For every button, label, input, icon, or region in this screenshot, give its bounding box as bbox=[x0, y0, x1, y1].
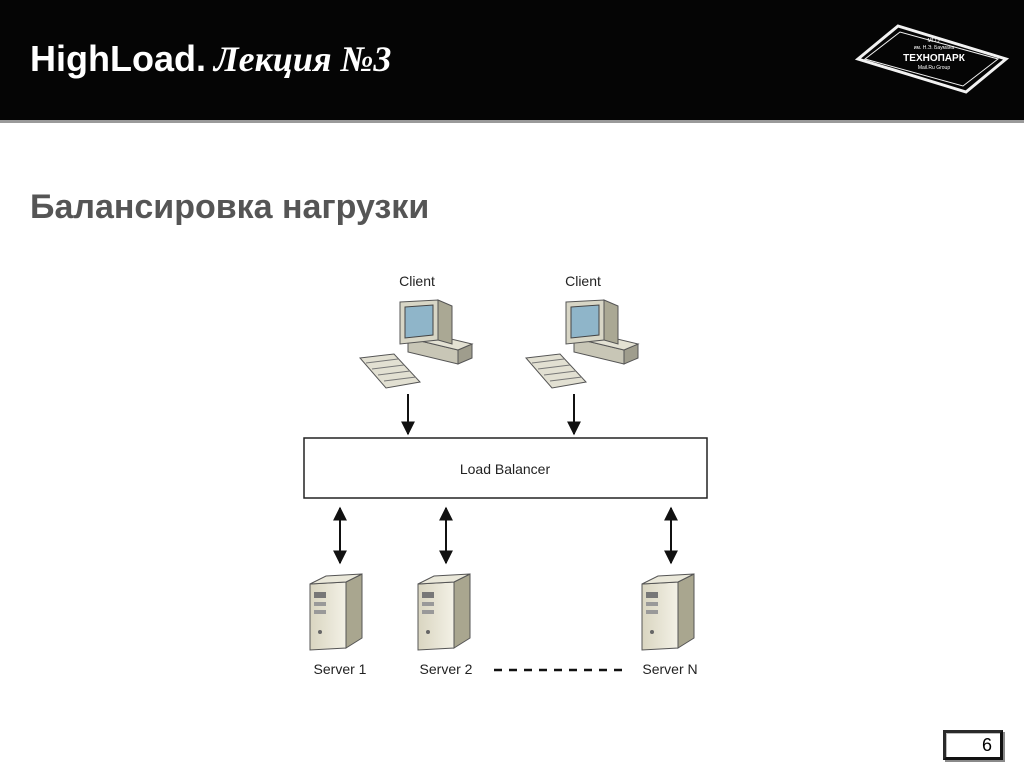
logo-line2: им. Н.Э. Баумана bbox=[914, 45, 955, 51]
load-balancer-diagram: Client Client Load Balancer bbox=[303, 273, 708, 677]
server-2-label: Server 2 bbox=[420, 661, 473, 677]
logo-brand: ТЕХНОПАРК bbox=[903, 53, 966, 64]
client-2-computer-icon bbox=[525, 299, 640, 389]
logo-line3: Mail.Ru Group bbox=[918, 65, 950, 71]
load-balancer-box bbox=[303, 437, 708, 499]
client-1-label: Client bbox=[399, 273, 435, 289]
slide-header: HighLoad.Лекция №3 МГТУ им. Н.Э. Баумана… bbox=[0, 0, 1024, 123]
load-balancer-label: Load Balancer bbox=[460, 461, 551, 477]
client-2-label: Client bbox=[565, 273, 601, 289]
client-1-computer-icon bbox=[359, 299, 474, 389]
header-title: HighLoad.Лекция №3 bbox=[30, 38, 391, 80]
header-title-main: HighLoad. bbox=[30, 38, 206, 79]
technopark-logo: МГТУ им. Н.Э. Баумана ТЕХНОПАРК Mail.Ru … bbox=[854, 24, 1010, 94]
server-1-label: Server 1 bbox=[314, 661, 367, 677]
page-number-box: 6 bbox=[943, 730, 1003, 760]
server-2-icon bbox=[417, 573, 471, 651]
server-n-icon bbox=[641, 573, 695, 651]
slide-heading: Балансировка нагрузки bbox=[30, 188, 430, 226]
server-n-label: Server N bbox=[642, 661, 697, 677]
page-number: 6 bbox=[981, 735, 992, 755]
header-title-lecture: Лекция №3 bbox=[213, 39, 392, 79]
server-1-icon bbox=[309, 573, 363, 651]
logo-line1: МГТУ bbox=[927, 38, 941, 44]
